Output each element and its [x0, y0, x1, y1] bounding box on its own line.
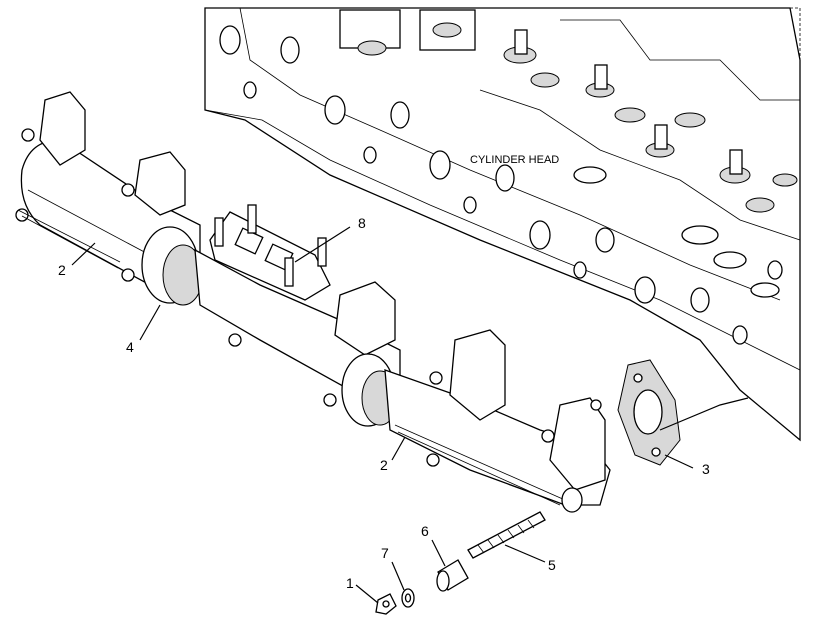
- callout-3: 3: [702, 461, 710, 477]
- cylinder-head-label: CYLINDER HEAD: [470, 154, 559, 166]
- callout-labels: 1 2 2 3 4 5 6 7 8: [58, 215, 710, 591]
- callout-2-lower: 2: [380, 457, 388, 473]
- callout-2-upper: 2: [58, 262, 66, 278]
- callout-5: 5: [548, 557, 556, 573]
- callout-4: 4: [126, 339, 134, 355]
- gasket-3: [617, 359, 681, 466]
- callout-7: 7: [381, 545, 389, 561]
- callout-1: 1: [346, 575, 354, 591]
- hardware-stack: [375, 511, 546, 615]
- exhaust-manifold-rear: [384, 329, 611, 513]
- callout-8: 8: [358, 215, 366, 231]
- slip-sleeve-4: [141, 226, 204, 306]
- cylinder-head-ports: [219, 25, 783, 345]
- leader-lines: [71, 226, 749, 604]
- exhaust-manifold-center: [194, 204, 401, 407]
- valve-train: [339, 9, 801, 298]
- callout-6: 6: [421, 523, 429, 539]
- cylinder-head: CYLINDER HEAD: [204, 7, 801, 442]
